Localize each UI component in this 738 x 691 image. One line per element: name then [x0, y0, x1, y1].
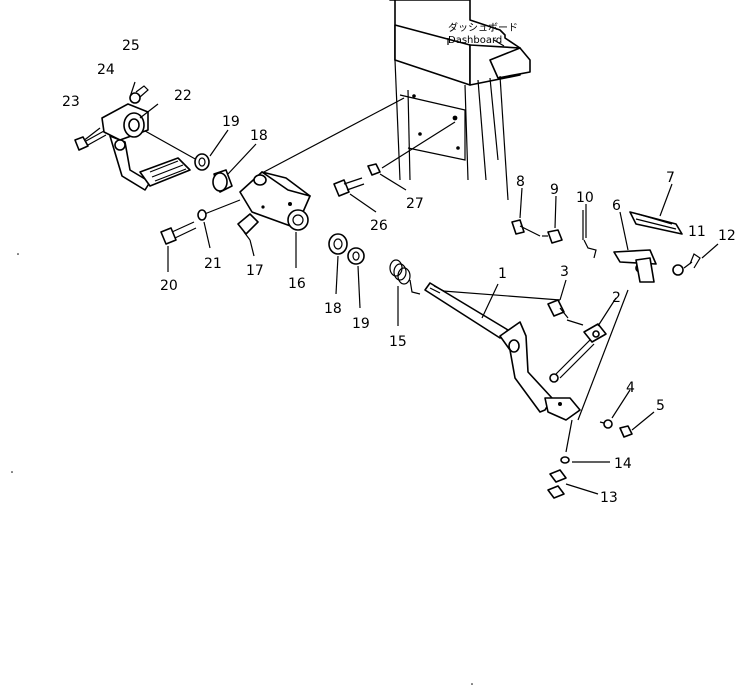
callout-9: 9 — [550, 182, 559, 198]
callout-3: 3 — [560, 264, 569, 280]
bushings-upper — [194, 153, 233, 193]
callout-13: 13 — [600, 490, 618, 506]
callout-10: 10 — [576, 190, 594, 206]
bracket-assembly — [160, 171, 311, 245]
callout-25: 25 — [122, 38, 140, 54]
callout-24: 24 — [97, 62, 115, 78]
callout-19-upper: 19 — [222, 114, 240, 130]
callout-22: 22 — [174, 88, 192, 104]
callout-15: 15 — [389, 334, 407, 350]
callout-6: 6 — [612, 198, 621, 214]
callout-12: 12 — [718, 228, 736, 244]
callout-8: 8 — [516, 174, 525, 190]
callout-1: 1 — [498, 266, 507, 282]
dashboard-panel: ダッシュボード Dashboard — [389, 0, 531, 201]
nuts-13 — [547, 456, 570, 499]
callout-leaders — [139, 103, 719, 495]
washer-nut-4-5 — [603, 419, 633, 438]
callout-7: 7 — [666, 170, 675, 186]
dashboard-label-jp: ダッシュボード — [448, 21, 518, 34]
callout-17: 17 — [246, 263, 264, 279]
callout-20: 20 — [160, 278, 178, 294]
callout-18-lower: 18 — [324, 301, 342, 317]
callout-23: 23 — [62, 94, 80, 110]
callout-14: 14 — [614, 456, 632, 472]
callout-11: 11 — [688, 224, 706, 240]
bushings-lower — [328, 233, 365, 265]
callout-16: 16 — [288, 276, 306, 292]
right-pedal — [511, 211, 701, 283]
left-pedal-assembly — [74, 85, 191, 191]
spring — [389, 259, 421, 295]
callout-2: 2 — [612, 290, 621, 306]
dashboard-label-en: Dashboard — [448, 35, 502, 46]
callout-labels: 25 24 23 22 19 18 21 20 17 16 18 19 15 2… — [62, 38, 736, 506]
callout-18-upper: 18 — [250, 128, 268, 144]
callout-5: 5 — [656, 398, 665, 414]
bolt-nut-26-27 — [333, 163, 381, 197]
callout-21: 21 — [204, 256, 222, 272]
bolt-3 — [547, 299, 569, 319]
callout-26: 26 — [370, 218, 388, 234]
callout-27: 27 — [406, 196, 424, 212]
rod-assembly — [549, 323, 607, 383]
callout-4: 4 — [626, 380, 635, 396]
scan-specks — [11, 253, 473, 685]
callout-19-lower: 19 — [352, 316, 370, 332]
main-lever — [424, 282, 581, 421]
